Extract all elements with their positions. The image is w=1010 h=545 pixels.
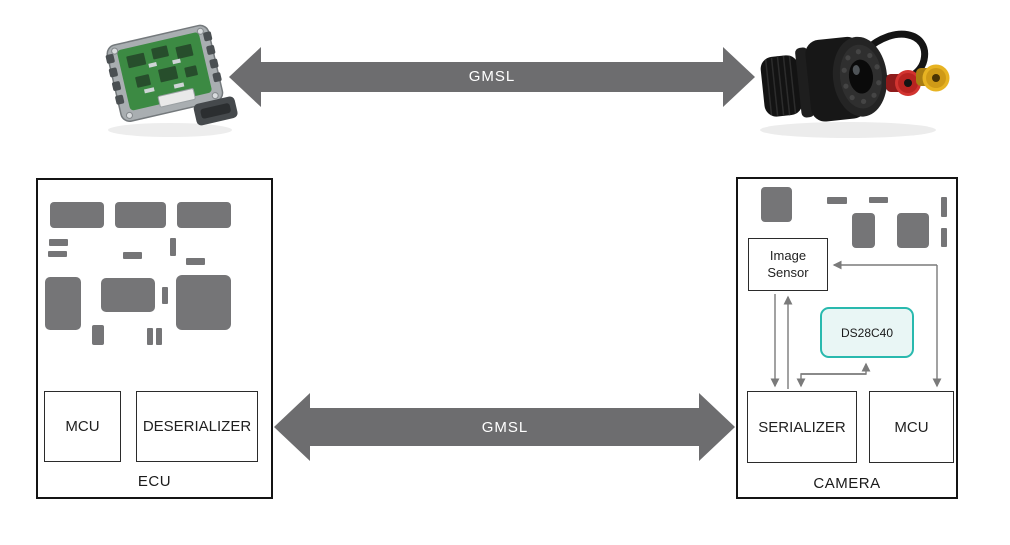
camera-barrel [760,36,888,122]
camera-photo [760,30,950,138]
ecu-mcu-block: MCU [44,391,121,462]
gmsl-label-bottom: GMSL [481,419,529,436]
ecu-photo-shadow [108,123,232,137]
rca-connector-yellow [916,64,950,92]
ecu-label-plate [157,88,196,108]
camera-serializer-label: SERIALIZER [758,418,846,436]
ecu-deserializer-label: DESERIALIZER [142,418,252,435]
camera-image-sensor-block: Image Sensor [748,238,828,291]
camera-serializer-block: SERIALIZER [747,391,857,463]
camera-photo-shadow [760,122,936,138]
camera-ds28c40-chip: DS28C40 [820,307,914,358]
rca-connector-red [886,70,921,96]
ecu-mcu-label: MCU [65,418,100,435]
camera-ds28c40-label: DS28C40 [840,325,894,340]
camera-image-sensor-label: Image Sensor [767,248,809,280]
ecu-photo [105,24,238,137]
gmsl-label-top: GMSL [468,68,516,85]
ecu-title: ECU [137,473,172,490]
camera-mcu-block: MCU [869,391,954,463]
camera-title: CAMERA [813,475,881,492]
ecu-housing [105,24,238,126]
ecu-deserializer-block: DESERIALIZER [136,391,258,462]
camera-mcu-label: MCU [894,418,929,436]
